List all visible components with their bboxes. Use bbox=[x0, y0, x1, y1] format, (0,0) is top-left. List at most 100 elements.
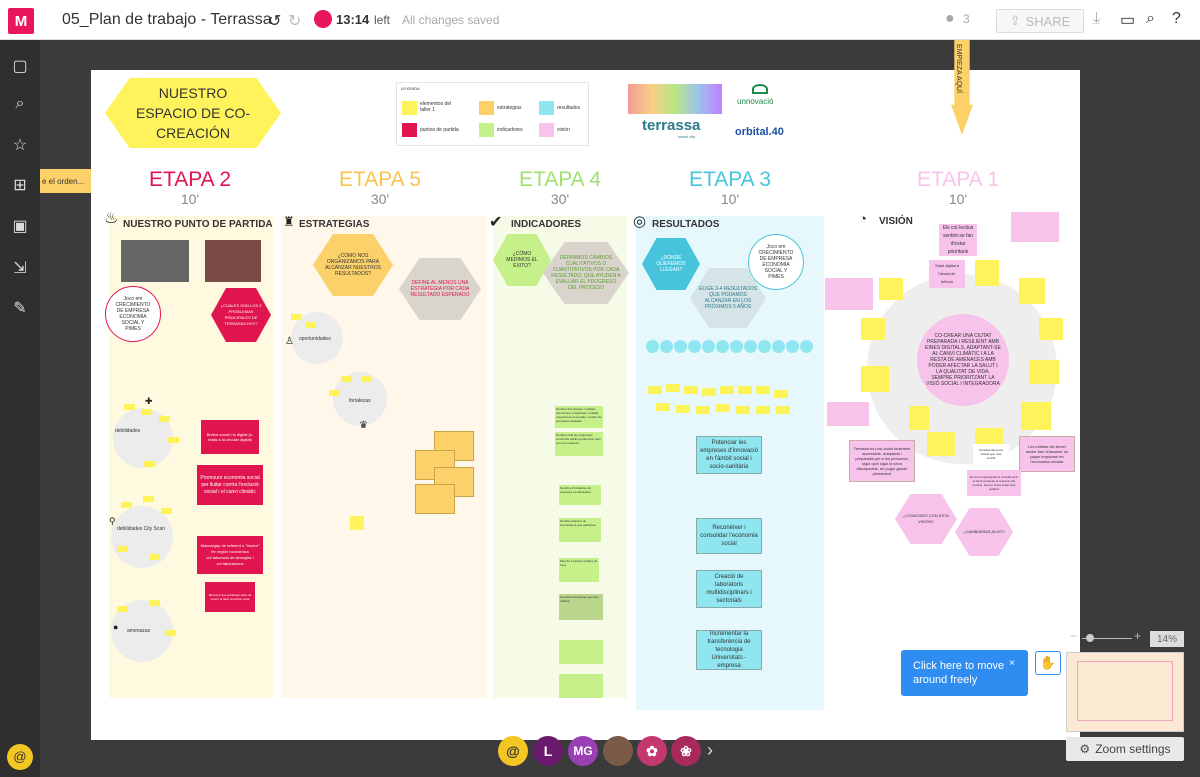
vision-sticky-yellow[interactable] bbox=[861, 318, 885, 340]
zoom-slider-handle[interactable] bbox=[1086, 634, 1094, 642]
sticky-note[interactable] bbox=[702, 388, 716, 396]
minimap-viewport[interactable] bbox=[1077, 661, 1173, 721]
result-card[interactable]: Reconèixer i consolidar l'economia socia… bbox=[696, 518, 762, 554]
indicator-note[interactable]: Nombre d'actors de l'ecosistema que part… bbox=[559, 518, 601, 542]
result-card[interactable]: Incrementar la transferència de tecnolog… bbox=[696, 630, 762, 670]
comment-icon[interactable]: ▭ bbox=[1120, 12, 1136, 29]
resultados-circle-note[interactable]: Joco em CRECIMIENTO DE EMPRESA ECONOMÍA … bbox=[748, 234, 804, 290]
avatar[interactable]: L bbox=[533, 736, 563, 766]
sticky-note[interactable] bbox=[716, 404, 730, 412]
sticky-note[interactable] bbox=[291, 314, 302, 320]
search-icon[interactable]: ⌕ bbox=[1146, 10, 1155, 27]
coincides-hexagon[interactable]: ¿COINCIDES CON ESTA VISIÓN? bbox=[895, 494, 957, 544]
comment-search-icon[interactable]: ⌕ bbox=[15, 95, 25, 112]
board-canvas[interactable]: NUESTRO ESPACIO DE CO-CREACIÓN LEYENDA e… bbox=[91, 70, 1080, 740]
sticky-note[interactable] bbox=[143, 496, 154, 502]
gear-debilidades-city-scan[interactable] bbox=[111, 506, 173, 568]
sticky-note[interactable] bbox=[756, 386, 770, 394]
undo-icon[interactable]: ↺ bbox=[268, 13, 282, 30]
cyan-dot[interactable] bbox=[660, 340, 673, 353]
sticky-note[interactable] bbox=[696, 406, 710, 414]
indicator-note[interactable]: Nombre total de programes construïts púb… bbox=[555, 432, 603, 456]
cyan-dot[interactable] bbox=[702, 340, 715, 353]
etapa2-column[interactable]: ♨ NUESTRO PUNTO DE PARTIDA Joco em CRECI… bbox=[104, 210, 273, 698]
vision-center-note[interactable]: CO-CREAR UNA CIUTAT PREPARADA I RESILIEN… bbox=[917, 314, 1009, 406]
sticky-note[interactable] bbox=[774, 390, 788, 398]
vision-sticky-yellow[interactable] bbox=[1039, 318, 1063, 340]
indicator-note[interactable]: Nombre d'empreses que han millorat bbox=[559, 594, 603, 620]
punto-partida-circle-note[interactable]: Joco em CRECIMIENTO DE EMPRESA ECONOMÍA … bbox=[105, 286, 161, 342]
zoom-slider-track[interactable] bbox=[1082, 638, 1132, 639]
vision-sticky-yellow[interactable] bbox=[1021, 402, 1051, 430]
vision-note[interactable]: El món empresarial es vinculat amb el te… bbox=[967, 470, 1021, 496]
sticky-note[interactable] bbox=[350, 516, 364, 530]
vision-sticky-yellow[interactable] bbox=[909, 406, 929, 430]
hand-tool-icon[interactable]: ✋ bbox=[1035, 651, 1061, 675]
zoom-settings-button[interactable]: ⚙ Zoom settings bbox=[1066, 737, 1184, 761]
indicator-sticky-empty[interactable] bbox=[559, 640, 603, 664]
vision-sticky-yellow[interactable] bbox=[879, 278, 903, 300]
avatar-photo[interactable] bbox=[603, 736, 633, 766]
avatar[interactable]: MG bbox=[568, 736, 598, 766]
sticky-note[interactable] bbox=[117, 546, 128, 552]
sticky-note[interactable] bbox=[656, 403, 670, 411]
sticky-note[interactable] bbox=[361, 376, 372, 382]
zoom-in-button[interactable]: + bbox=[1134, 629, 1142, 643]
etapa5-column[interactable]: ♜ ESTRATEGIAS ¿CÓMO NOS ORGANIZAMOS PARA… bbox=[281, 214, 487, 698]
vision-note[interactable]: Terrassa lidera les ciutats que més reci… bbox=[973, 444, 1009, 464]
problem-note[interactable]: Manca d'una estratègia clara de suport a… bbox=[205, 582, 255, 612]
indicator-note[interactable]: Nombre d'iniciatives de projectes col·la… bbox=[559, 485, 601, 505]
board-title-hexagon[interactable]: NUESTRO ESPACIO DE CO-CREACIÓN bbox=[105, 78, 281, 148]
define-cambios-hexagon[interactable]: DEFINIMOS CAMBIOS CUALITATIVOS O CUANTIT… bbox=[543, 242, 629, 304]
result-card[interactable]: Potenciar les empreses d'innovació en l'… bbox=[696, 436, 762, 474]
sticky-note[interactable] bbox=[341, 376, 352, 382]
sticky-note[interactable] bbox=[648, 386, 662, 394]
vision-sticky-yellow[interactable] bbox=[861, 366, 889, 392]
medimos-hexagon[interactable]: ¿CÓMO MEDIMOS EL ÉXITO? bbox=[493, 234, 551, 286]
sticky-note[interactable] bbox=[720, 386, 734, 394]
gear-oportunidades[interactable] bbox=[291, 312, 343, 364]
sticky-note[interactable] bbox=[756, 406, 770, 414]
sticky-note[interactable] bbox=[684, 386, 698, 394]
cambiarias-hexagon[interactable]: ¿CAMBIARÍAS ALGO? bbox=[955, 508, 1013, 556]
sticky-note[interactable] bbox=[117, 606, 128, 612]
cyan-dot[interactable] bbox=[744, 340, 757, 353]
sticky-note[interactable] bbox=[305, 322, 316, 328]
etapa4-column[interactable]: ✔ INDICADORES ¿CÓMO MEDIMOS EL ÉXITO? DE… bbox=[489, 214, 629, 698]
pen-icon[interactable]: ✎ bbox=[13, 300, 27, 317]
sticky-note[interactable] bbox=[144, 461, 155, 467]
sticky-note[interactable] bbox=[165, 630, 176, 636]
vision-note[interactable]: Terrassa és una ciutat totalment accessi… bbox=[849, 440, 915, 482]
cyan-dot[interactable] bbox=[786, 340, 799, 353]
redo-icon[interactable]: ↻ bbox=[288, 13, 302, 30]
sticky-note[interactable] bbox=[149, 600, 160, 606]
image-icon[interactable]: ▣ bbox=[12, 218, 28, 235]
sticky-note[interactable] bbox=[666, 384, 680, 392]
indicator-note[interactable]: Més de 3 accions al llarg de l'any bbox=[559, 558, 599, 582]
organizamos-hexagon[interactable]: ¿CÓMO NOS ORGANIZAMOS PARA ALCANZAR NUES… bbox=[313, 234, 393, 296]
sticky-note[interactable] bbox=[159, 416, 170, 422]
sticky-note[interactable] bbox=[124, 404, 135, 410]
vision-note[interactable]: Les entitats del tercer sector han d'ass… bbox=[1019, 436, 1075, 472]
strategy-sticky[interactable] bbox=[415, 484, 455, 514]
vision-note[interactable]: Els col·lectius sentint-se fan d'estar p… bbox=[939, 224, 977, 256]
define-estrategia-hexagon[interactable]: DEFINE AL MENOS UNA ESTRATEGIA POR CADA … bbox=[399, 258, 481, 320]
problem-note[interactable]: Promoure economia social per lluitar con… bbox=[197, 465, 263, 505]
vision-note[interactable]: Salut digital a l'abast de tothom bbox=[929, 260, 965, 288]
sticky-note[interactable] bbox=[736, 406, 750, 414]
help-icon[interactable]: ? bbox=[1172, 10, 1181, 27]
vision-sticky[interactable] bbox=[895, 244, 923, 264]
chevron-right-icon[interactable]: › bbox=[707, 740, 713, 760]
board-title[interactable]: 05_Plan de trabajo - Terrassa bbox=[62, 11, 272, 28]
tooltip-close-icon[interactable]: × bbox=[1009, 658, 1015, 669]
sticky-note[interactable] bbox=[121, 502, 132, 508]
vision-sticky[interactable] bbox=[1011, 212, 1059, 242]
minimap[interactable] bbox=[1066, 652, 1184, 732]
vision-sticky[interactable] bbox=[827, 402, 869, 426]
sticky-note[interactable] bbox=[161, 508, 172, 514]
etapa3-column[interactable]: ◎ RESULTADOS ¿DÓNDE QUEREMOS LLEGAR? Joc… bbox=[633, 213, 824, 710]
sticky-note[interactable] bbox=[738, 386, 752, 394]
indicator-sticky-empty[interactable] bbox=[559, 674, 603, 698]
vision-sticky-yellow[interactable] bbox=[927, 432, 955, 456]
turtle-avatar-icon[interactable]: ❀ bbox=[671, 736, 701, 766]
